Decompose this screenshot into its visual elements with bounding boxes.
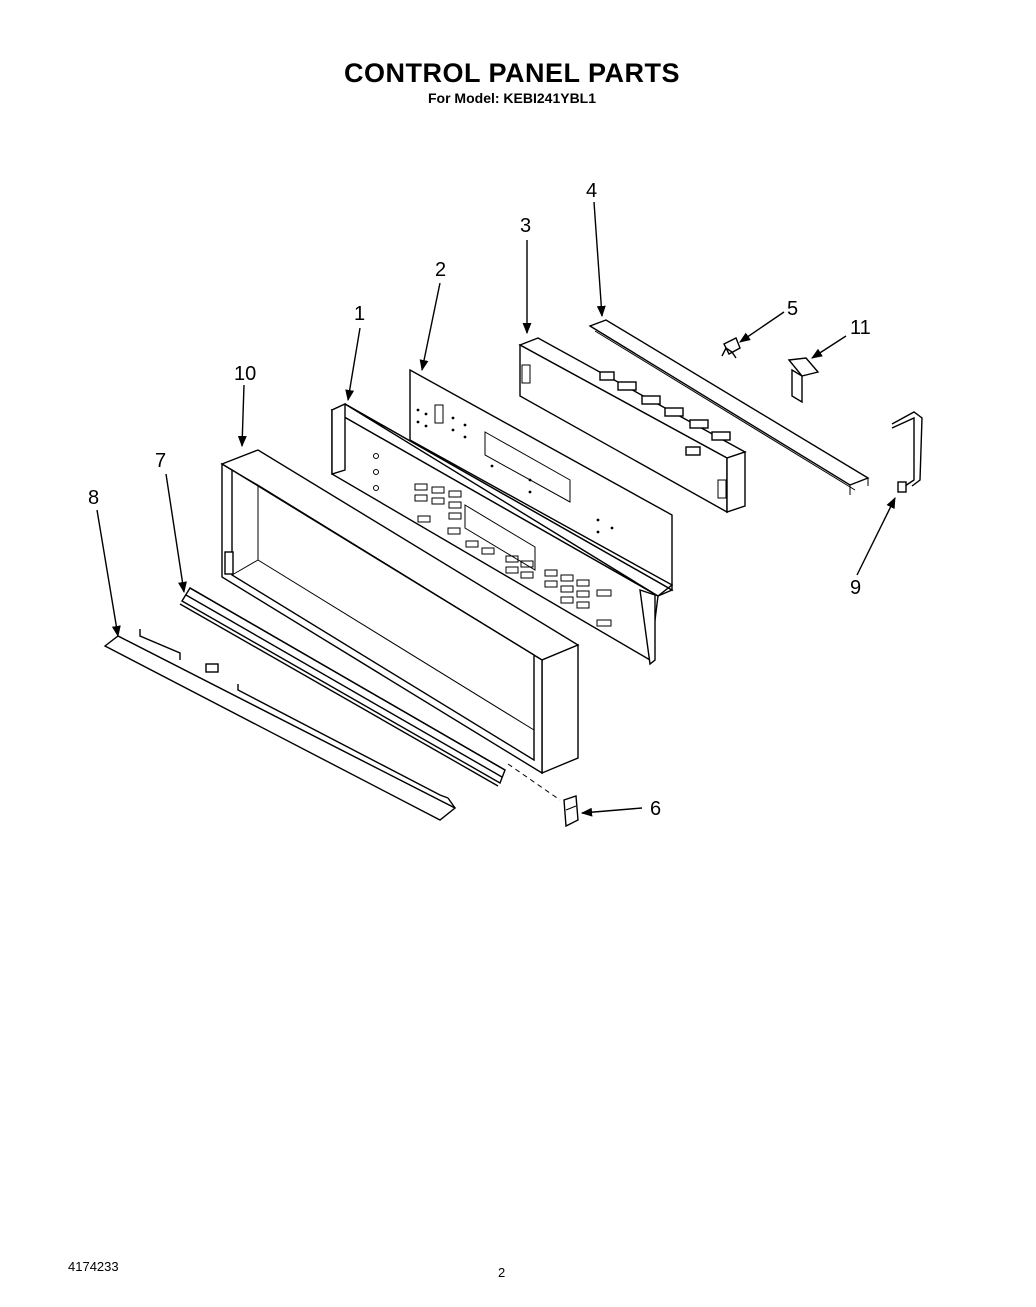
callout-7: 7 bbox=[155, 450, 166, 472]
callout-1: 1 bbox=[354, 303, 365, 325]
part-6-clip bbox=[563, 795, 579, 828]
part-7-trim-channel bbox=[179, 587, 506, 787]
model-subtitle: For Model: KEBI241YBL1 bbox=[427, 90, 597, 106]
document-number: 4174233 bbox=[68, 1259, 119, 1274]
page-number: 2 bbox=[498, 1265, 506, 1280]
callout-9: 9 bbox=[850, 577, 861, 599]
callout-5: 5 bbox=[787, 298, 798, 320]
assembly-dashed-line bbox=[507, 763, 561, 801]
page-title: CONTROL PANEL PARTS bbox=[343, 58, 681, 88]
callout-8: 8 bbox=[88, 487, 99, 509]
callout-11: 11 bbox=[850, 317, 871, 339]
leader-lines bbox=[96, 201, 896, 817]
part-11-bracket bbox=[787, 357, 820, 404]
part-2-graphic-overlay bbox=[409, 368, 673, 587]
part-8-trim-strip bbox=[103, 629, 457, 821]
callout-10: 10 bbox=[234, 363, 256, 385]
callout-2: 2 bbox=[435, 259, 446, 281]
callout-3: 3 bbox=[520, 215, 531, 237]
part-5-clip bbox=[721, 337, 741, 359]
callout-4: 4 bbox=[586, 180, 597, 202]
part-9-brace bbox=[891, 411, 923, 493]
part-3-control-board bbox=[518, 337, 747, 514]
part-10-console-frame bbox=[220, 449, 580, 775]
callout-6: 6 bbox=[650, 798, 661, 820]
part-1-control-panel bbox=[330, 402, 674, 666]
part-4-mounting-rail bbox=[588, 319, 870, 495]
